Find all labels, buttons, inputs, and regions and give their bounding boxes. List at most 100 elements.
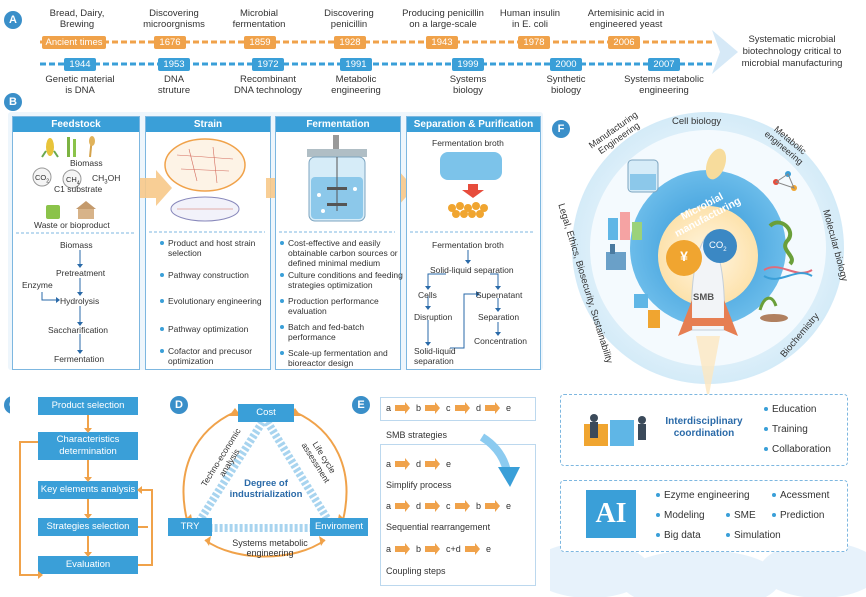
- e-seq-a: a: [386, 501, 392, 511]
- co2-bubble-icon: [703, 229, 737, 263]
- sme-label: Systems metabolic engineering: [232, 538, 308, 558]
- ferm-bullet-3: Batch and fed-batch performance: [279, 322, 365, 342]
- feedstock-panel: Feedstock: [12, 116, 140, 370]
- strain-bullet-3: Pathway optimization: [159, 324, 249, 334]
- year-bottom-3: 1991: [340, 58, 372, 71]
- sep-cells: Cells: [418, 290, 437, 300]
- year-top-6: 2006: [608, 36, 640, 49]
- co2-center-sub: 2: [723, 246, 727, 253]
- timeline-bottom-6: Systems metabolic engineering: [624, 74, 704, 96]
- corn-icon: [41, 138, 59, 158]
- panel-f-graphic: [550, 112, 866, 597]
- ch4-text: CH: [66, 175, 77, 184]
- ferm-bullet-0: Cost-effective and easily obtainable car…: [280, 238, 398, 268]
- year-top-1: 1676: [154, 36, 186, 49]
- ferm-bullet-1: Culture conditions and feeding strategie…: [280, 270, 403, 290]
- strain-title: Strain: [146, 117, 270, 132]
- strain-bullet-1: Pathway construction: [160, 270, 249, 280]
- ch4-label: CH4: [66, 175, 80, 189]
- e-coup-e: e: [486, 544, 492, 554]
- factory-icon: [606, 244, 626, 270]
- timeline-bottom-3: Metabolic engineering: [331, 74, 381, 96]
- timeline-top-5: Human insulin in E. coli: [499, 8, 561, 30]
- e-row0-c: c: [446, 403, 451, 413]
- sep-broth: Fermentation broth: [432, 240, 504, 250]
- key-elements-box: Key elements analysis: [38, 481, 138, 499]
- e-coupling-label: Coupling steps: [386, 566, 446, 576]
- feed-flow-2: Hydrolysis: [60, 296, 100, 306]
- ring-cell-biology: Cell biology: [672, 116, 722, 127]
- panel-c-arrows: [19, 415, 153, 579]
- feedstock-flow-lines: [16, 232, 134, 354]
- e-simp-d: d: [416, 459, 422, 469]
- ai-item-0: Ezyme engineering: [656, 490, 750, 501]
- try-box: TRY: [168, 518, 212, 536]
- strain-cell-icon: [164, 138, 246, 222]
- feed-flow-4: Fermentation: [54, 354, 105, 364]
- waste-label: Waste or bioproduct: [34, 220, 110, 230]
- strain-bullet-2: Evolutionary engineering: [160, 296, 262, 306]
- year-top-3: 1928: [334, 36, 366, 49]
- feedstock-icons: [32, 136, 96, 219]
- ch3oh-text: CH: [92, 173, 105, 183]
- year-bottom-5: 2000: [550, 58, 582, 71]
- coord-item-2: Collaboration: [764, 444, 831, 455]
- sugarcane-icon: [67, 137, 76, 157]
- year-top-2: 1859: [244, 36, 276, 49]
- year-bottom-2: 1972: [252, 58, 284, 71]
- yuan-coin-icon: [666, 240, 702, 276]
- coord-item-0: Education: [763, 404, 817, 415]
- strategies-selection-box: Strategies selection: [38, 518, 138, 536]
- badge-d: D: [170, 396, 188, 414]
- ch3oh-tail: OH: [107, 173, 121, 183]
- product-selection-box: Product selection: [38, 397, 138, 415]
- separation-icons: [440, 152, 502, 218]
- fermentation-title: Fermentation: [276, 117, 400, 132]
- puzzle-people-icon: [584, 414, 646, 446]
- smb-label: SMB: [693, 292, 715, 303]
- e-row0-e: e: [506, 403, 512, 413]
- co2-text: CO: [35, 173, 47, 182]
- ch4-icon: [62, 169, 82, 189]
- badge-f: F: [552, 120, 570, 138]
- badge-a: A: [4, 11, 22, 29]
- year-bottom-1: 1953: [158, 58, 190, 71]
- e-seq-b: b: [476, 501, 482, 511]
- e-row0-d: d: [476, 403, 482, 413]
- timeline-lines: [40, 30, 738, 74]
- sep-sls: Solid-liquid separation: [430, 265, 514, 275]
- e-simp-a: a: [386, 459, 392, 469]
- ai-item-6: Simulation: [726, 530, 781, 541]
- sep-supernatant: Supernatant: [476, 290, 523, 300]
- coord-item-1: Training: [764, 424, 808, 435]
- separation-flow-lines: [410, 231, 535, 349]
- ai-item-1: Acessment: [771, 490, 830, 501]
- dna-icon: [763, 266, 813, 280]
- feed-flow-1: Pretreatment: [56, 268, 106, 278]
- ai-item-4: Prediction: [771, 510, 825, 521]
- timeline-bottom-1: DNA struture: [157, 74, 191, 96]
- ai-item-5: Big data: [656, 530, 701, 541]
- sep-disruption: Disruption: [414, 312, 453, 322]
- timeline-top-1: Discovering microorgnisms: [143, 8, 205, 30]
- cloud-decor: [550, 542, 866, 597]
- ch3oh-label: CH3OH: [92, 173, 120, 188]
- year-top-0: Ancient times: [42, 36, 106, 49]
- gas-pump-icon: [634, 294, 660, 328]
- bottles-icon: [608, 212, 642, 240]
- c1-label: C1 substrate: [54, 184, 103, 194]
- strain-divider: [149, 231, 265, 233]
- evaluation-box: Evaluation: [38, 556, 138, 574]
- badge-e: E: [352, 396, 370, 414]
- fermentation-divider: [279, 231, 395, 233]
- timeline-top-0: Bread, Dairy, Brewing: [49, 8, 105, 30]
- molecule-icon: [773, 171, 797, 191]
- ferm-bullet-4: Scale-up fermentation and bioreactor des…: [280, 348, 388, 368]
- e-seq-label: Sequential rearrangement: [386, 522, 491, 532]
- strain-bullet-0: Product and host strain selection: [159, 238, 256, 258]
- bacterium-icon: [705, 148, 727, 180]
- timeline-bottom-0: Genetic material is DNA: [45, 74, 115, 96]
- ai-item-3: SME: [726, 510, 756, 521]
- recycle-icon: [46, 205, 60, 219]
- e-coup-cd: c+d: [446, 544, 461, 554]
